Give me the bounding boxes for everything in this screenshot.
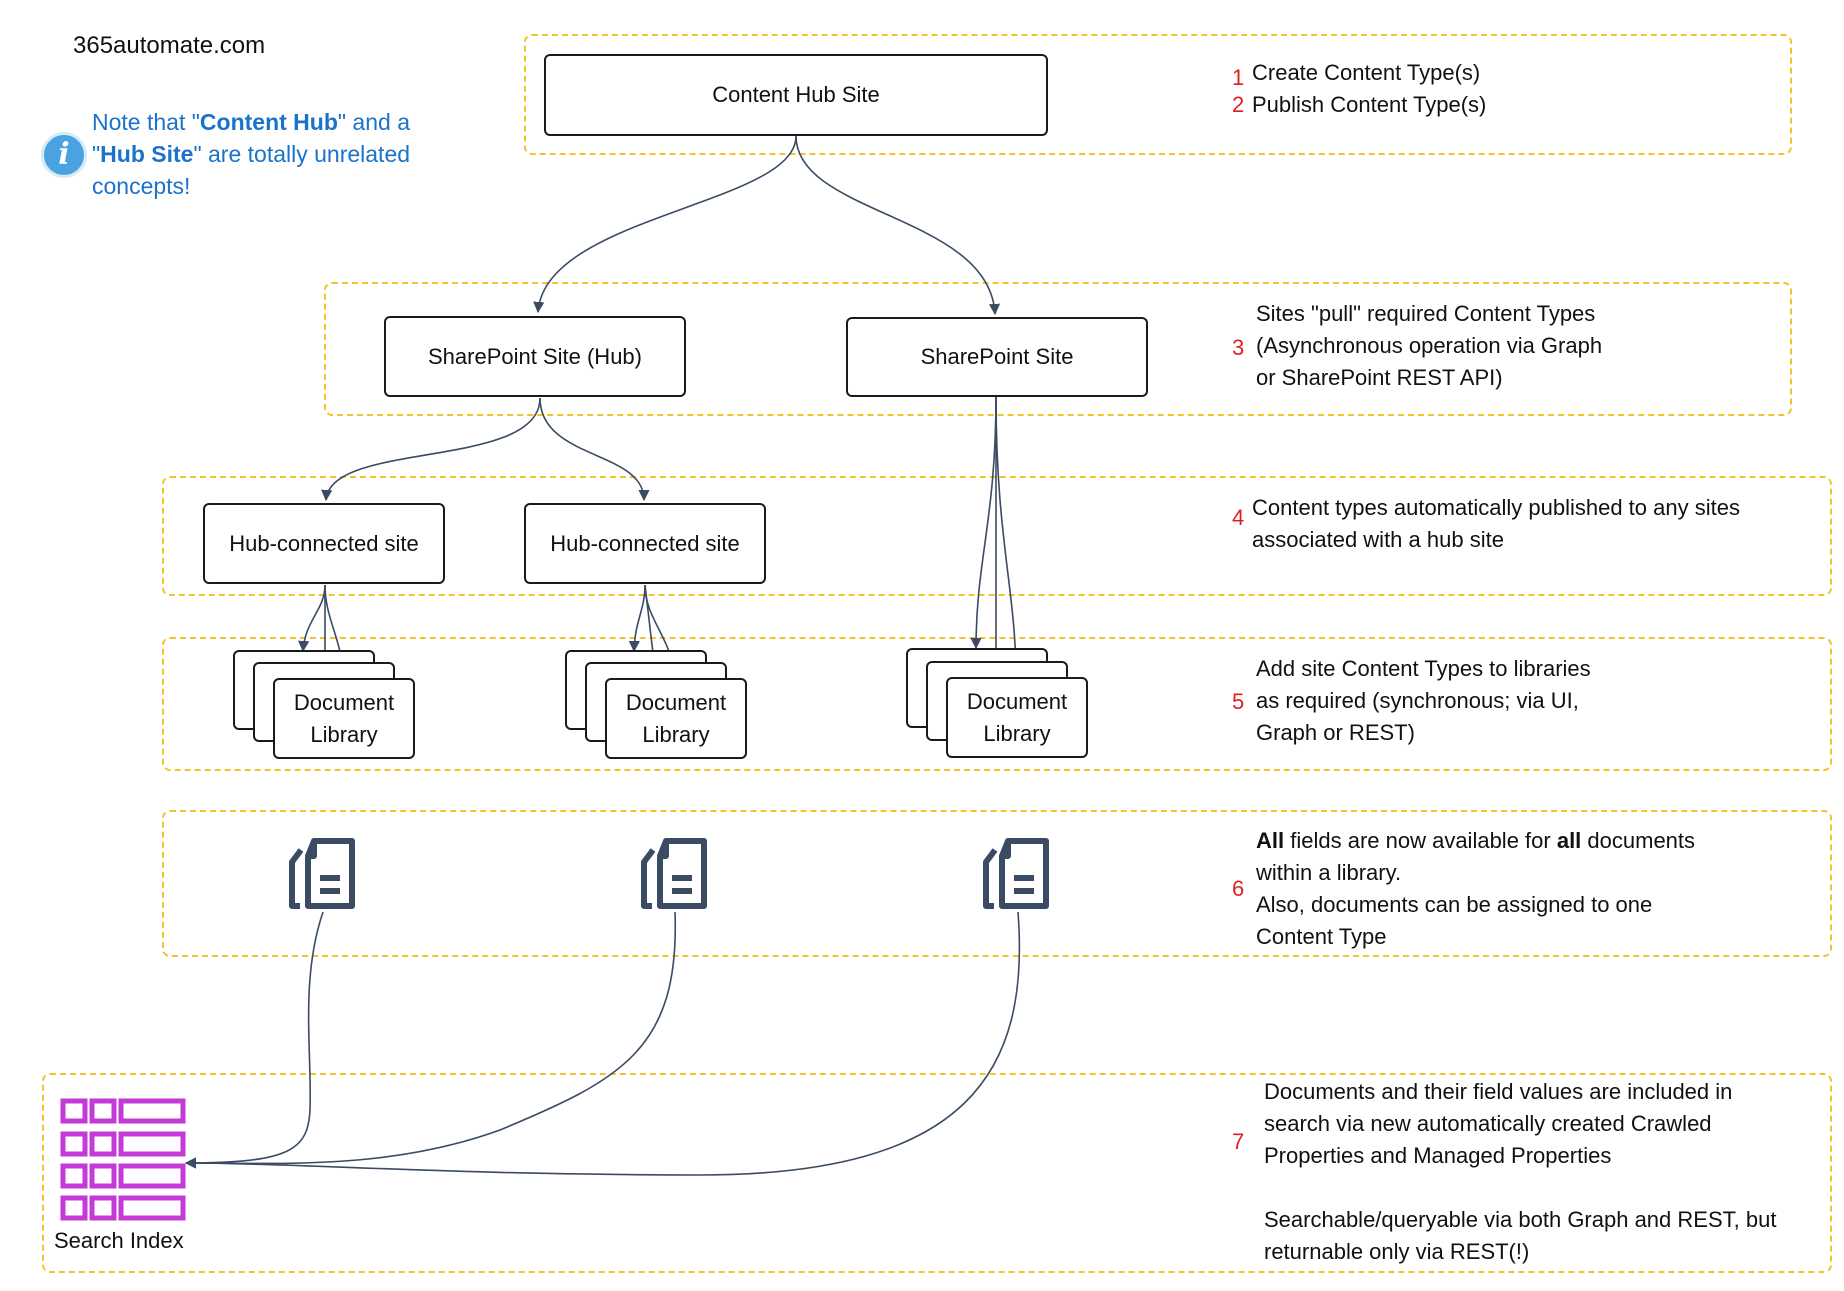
step-6-line-2: within a library. <box>1256 860 1402 885</box>
step-7-line-4: Searchable/queryable via both Graph and … <box>1264 1207 1777 1232</box>
step-7-line-2: search via new automatically created Cra… <box>1264 1111 1712 1136</box>
sharepoint-hub-node: SharePoint Site (Hub) <box>384 316 686 397</box>
step-6-line-4: Content Type <box>1256 924 1387 949</box>
step-7-number: 7 <box>1232 1129 1245 1154</box>
search-index-label: Search Index <box>54 1228 184 1253</box>
edge-hub-to-spsite <box>795 135 1001 316</box>
edge-doc3-to-search <box>184 911 1021 1176</box>
step-3-number: 3 <box>1232 335 1245 360</box>
edge-sphub-to-hubconn1 <box>321 397 541 502</box>
step-6-line-3: Also, documents can be assigned to one <box>1256 892 1653 917</box>
edge-doc2-to-search <box>184 911 677 1169</box>
step-5-line-1: Add site Content Types to libraries <box>1256 656 1591 681</box>
step-5-number: 5 <box>1232 689 1245 714</box>
document-library-1: Document Library <box>273 678 415 759</box>
step-5-line-3: Graph or REST) <box>1256 720 1415 745</box>
edge-hubconn2-lib-a <box>628 584 646 653</box>
document-library-2: Document Library <box>605 678 747 759</box>
step-1-number: 1 <box>1232 65 1245 90</box>
content-hub-node: Content Hub Site <box>544 54 1048 136</box>
step-7-spacer <box>1264 1172 1776 1204</box>
step-3-line-3: or SharePoint REST API) <box>1256 365 1503 390</box>
step-4-line-1: Content types automatically published to… <box>1252 495 1740 520</box>
edge-spsite-lib-c <box>995 395 1022 680</box>
step-7-line-1: Documents and their field values are inc… <box>1264 1079 1733 1104</box>
hub-note: Note that "Content Hub" and a "Hub Site"… <box>92 109 411 199</box>
document-icon <box>289 838 355 909</box>
info-icon: i <box>41 132 87 178</box>
edge-hubconn1-lib-a <box>298 584 326 653</box>
edge-sphub-to-hubconn2 <box>539 397 650 502</box>
step-4-number: 4 <box>1232 505 1245 530</box>
sharepoint-site-node: SharePoint Site <box>846 317 1148 397</box>
step-7-line-5: returnable only via REST(!) <box>1264 1239 1530 1264</box>
edge-doc1-to-search <box>184 911 324 1169</box>
document-library-3: Document Library <box>946 677 1088 758</box>
site-brand: 365automate.com <box>73 32 266 59</box>
step-7-line-3: Properties and Managed Properties <box>1264 1143 1612 1168</box>
zone-step-4 <box>162 476 1832 596</box>
zone-step-6 <box>162 810 1832 957</box>
zone-step-3 <box>324 282 1792 416</box>
step-1-text: Create Content Type(s) <box>1252 60 1481 85</box>
step-4-line-2: associated with a hub site <box>1252 527 1504 552</box>
step-3-line-1: Sites "pull" required Content Types <box>1256 301 1596 326</box>
step-2-number: 2 <box>1232 92 1245 117</box>
zone-step-7 <box>42 1073 1832 1273</box>
hub-connected-site-1: Hub-connected site <box>203 503 445 584</box>
hub-connected-site-2: Hub-connected site <box>524 503 766 584</box>
table-grid-icon <box>60 1098 186 1221</box>
zone-step-5 <box>162 637 1832 771</box>
edge-hub-to-sphub <box>533 135 797 314</box>
step-6-number: 6 <box>1232 876 1245 901</box>
step-3-line-2: (Asynchronous operation via Graph <box>1256 333 1603 358</box>
step-2-text: Publish Content Type(s) <box>1252 92 1487 117</box>
document-icon <box>641 838 707 909</box>
zone-step-1-2 <box>524 34 1792 155</box>
document-icon <box>983 838 1049 909</box>
step-6-line-1: All fields are now available for all doc… <box>1256 828 1696 853</box>
edge-spsite-lib-a <box>970 395 997 650</box>
step-5-line-2: as required (synchronous; via UI, <box>1256 688 1579 713</box>
